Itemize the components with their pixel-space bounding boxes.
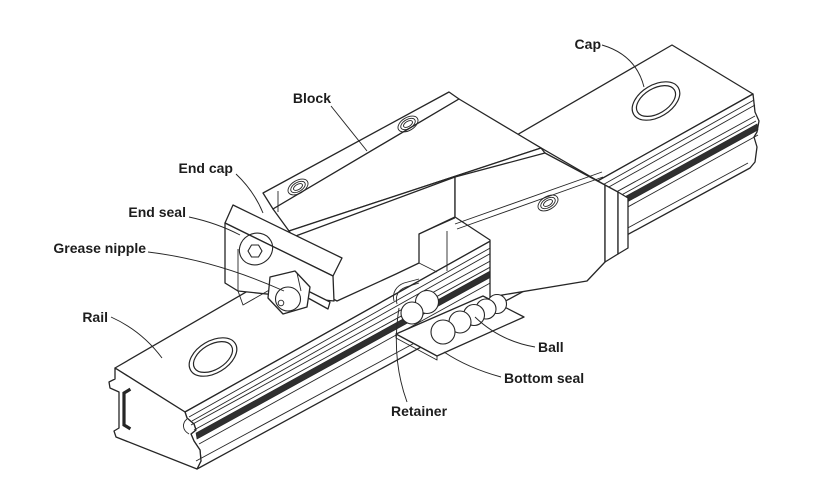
leader-retainer — [395, 307, 408, 403]
label-block: Block — [293, 90, 331, 106]
rail-groove-hook — [183, 418, 190, 435]
leader-grease-nipple — [147, 251, 285, 292]
block-lower-right-section — [454, 152, 606, 298]
rail-end-bracket — [122, 387, 132, 431]
rail-chamfer-line — [191, 104, 756, 422]
far-end-cap-band — [604, 184, 619, 263]
end-seal-leg-edge — [224, 282, 239, 292]
grease-nipple-face — [274, 286, 302, 312]
block-edge-line — [456, 176, 604, 230]
leader-end-seal — [188, 216, 241, 236]
rail-end-face — [108, 367, 202, 470]
rail-groove-line — [190, 115, 756, 426]
retainer-strip — [393, 278, 420, 305]
ball — [400, 301, 424, 325]
grease-port-boss — [238, 232, 274, 266]
end-assembly-group — [224, 191, 343, 315]
block-edge-line — [454, 171, 603, 225]
label-end-cap: End cap — [179, 160, 233, 176]
rail-groove-line — [198, 134, 759, 445]
leader-ball — [474, 316, 536, 348]
leader-bottom-seal — [443, 351, 502, 378]
block-thread-hole — [287, 178, 309, 196]
cutaway-ceiling-edge — [418, 217, 456, 235]
rail-groove-line — [193, 120, 757, 431]
leader-cap — [601, 44, 645, 88]
label-end-seal: End seal — [128, 204, 186, 220]
balls-group — [400, 289, 508, 345]
label-cap: Cap — [575, 36, 601, 52]
leader-end-cap — [235, 173, 264, 214]
label-ball: Ball — [538, 339, 564, 355]
block-thread-hole — [397, 115, 419, 133]
cutaway-group — [393, 278, 525, 361]
leader-rail — [110, 316, 163, 359]
rail-hole-left — [188, 337, 238, 377]
leader-block — [330, 105, 368, 152]
rail-chamfer-line — [188, 99, 755, 418]
block-thread-hole — [537, 194, 559, 212]
far-end-seal-band — [617, 191, 629, 255]
label-rail: Rail — [82, 309, 108, 325]
ball — [430, 319, 456, 345]
leader-lines-layer — [110, 44, 645, 403]
cutaway-floor-edge — [418, 262, 438, 273]
label-bottom-seal: Bottom seal — [504, 370, 584, 386]
grease-nipple — [267, 270, 331, 315]
label-grease-nipple: Grease nipple — [53, 240, 146, 256]
grease-nipple-hole — [277, 299, 285, 307]
label-retainer: Retainer — [391, 403, 448, 419]
rail-hole-right — [631, 81, 681, 121]
grease-nipple-hex-edge — [296, 272, 302, 292]
